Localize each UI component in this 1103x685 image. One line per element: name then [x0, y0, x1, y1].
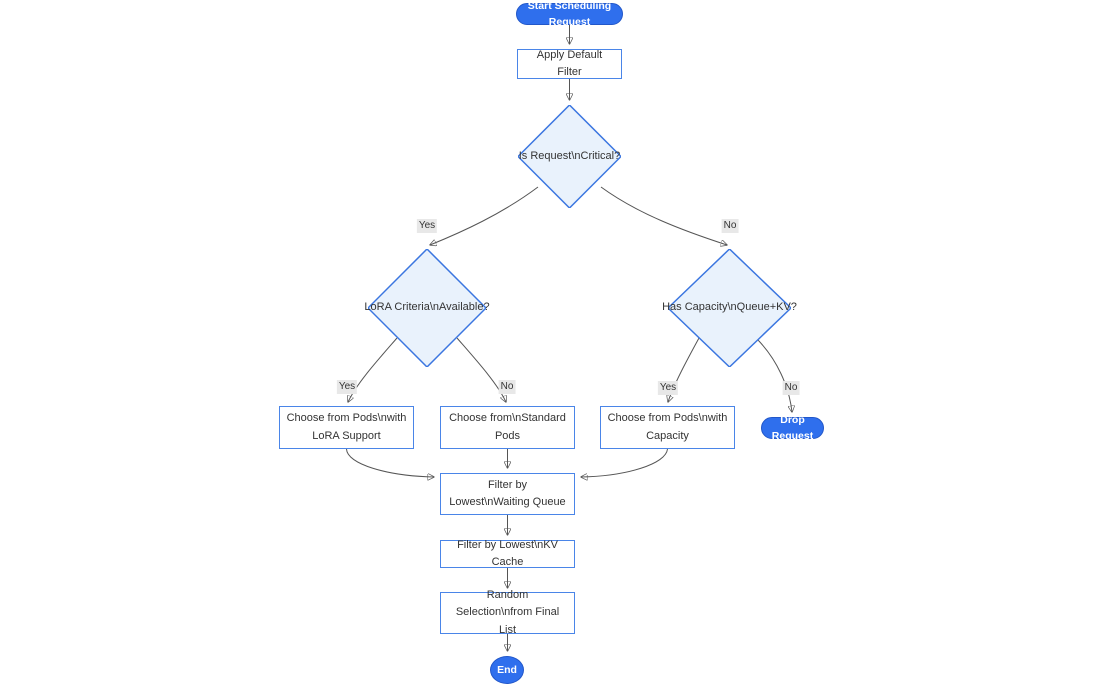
edge-critical-no — [600, 186, 727, 245]
node-choose-capacity-pods-label: Choose from Pods\nwith Capacity — [607, 412, 728, 442]
diamond-shape — [518, 105, 621, 208]
node-choose-standard-pods: Choose from\nStandard Pods — [440, 406, 575, 449]
node-drop-request-label: Drop Request — [771, 413, 814, 442]
node-choose-lora-pods: Choose from Pods\nwith LoRA Support — [279, 406, 414, 449]
node-choose-standard-pods-label: Choose from\nStandard Pods — [449, 412, 566, 442]
node-is-request-critical-label: Is Request\nCritical? — [518, 149, 621, 162]
edge-critical-yes — [430, 186, 539, 245]
edge-label-critical-no: No — [721, 219, 739, 233]
node-lora-criteria: LoRA Criteria\nAvailable? — [364, 249, 490, 367]
node-filter-waiting-queue-label: Filter by Lowest\nWaiting Queue — [449, 478, 566, 508]
node-lora-criteria-label: LoRA Criteria\nAvailable? — [364, 301, 490, 314]
node-choose-capacity-pods: Choose from Pods\nwith Capacity — [600, 406, 735, 449]
diamond-shape — [368, 249, 486, 367]
node-choose-lora-pods-label: Choose from Pods\nwith LoRA Support — [286, 412, 407, 442]
edge-capacitypods-to-filterwait — [581, 448, 668, 477]
node-random-selection-label: Random Selection\nfrom Final List — [455, 589, 560, 636]
edge-label-lora-no: No — [498, 380, 516, 394]
node-apply-default-filter: Apply Default Filter — [517, 49, 622, 79]
node-apply-default-filter-label: Apply Default Filter — [536, 48, 603, 78]
node-start-label: Start Scheduling Request — [527, 0, 612, 28]
node-filter-kv-cache: Filter by Lowest\nKV Cache — [440, 538, 575, 568]
edge-label-lora-yes: Yes — [336, 380, 358, 394]
node-filter-kv-cache-label: Filter by Lowest\nKV Cache — [457, 538, 558, 568]
edge-label-capacity-no: No — [782, 381, 800, 395]
node-has-capacity-label: Has Capacity\nQueue+KV? — [662, 301, 797, 314]
edge-label-critical-yes: Yes — [416, 219, 438, 233]
edge-lorapods-to-filterwait — [346, 448, 435, 477]
edge-lora-no — [456, 337, 506, 402]
node-drop-request: Drop Request — [761, 414, 824, 442]
edge-capacity-yes — [668, 337, 700, 402]
edge-lora-yes — [348, 337, 398, 402]
node-has-capacity: Has Capacity\nQueue+KV? — [662, 249, 797, 367]
node-start: Start Scheduling Request — [516, 0, 623, 28]
node-end: End — [490, 656, 524, 684]
node-end-label: End — [497, 663, 517, 676]
node-filter-waiting-queue: Filter by Lowest\nWaiting Queue — [440, 473, 575, 515]
edge-capacity-no — [757, 339, 792, 412]
edge-label-capacity-yes: Yes — [657, 381, 679, 395]
diamond-shape — [668, 249, 791, 367]
node-is-request-critical: Is Request\nCritical? — [518, 105, 621, 208]
node-random-selection: Random Selection\nfrom Final List — [440, 589, 575, 636]
